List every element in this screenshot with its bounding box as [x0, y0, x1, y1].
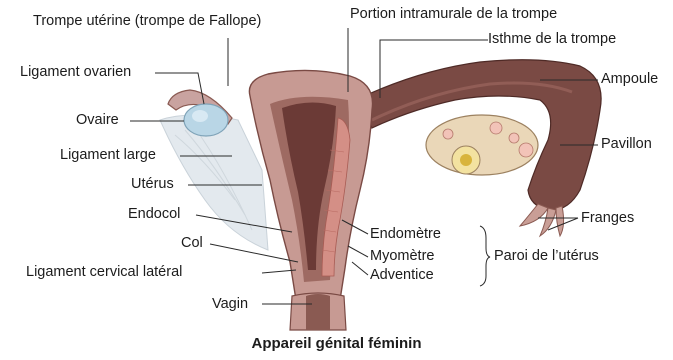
label-ligament-ovarien: Ligament ovarien	[20, 64, 131, 81]
label-vagin: Vagin	[212, 296, 248, 313]
label-ovaire: Ovaire	[76, 112, 119, 129]
label-adventice: Adventice	[370, 267, 434, 284]
label-ligament-cervical: Ligament cervical latéral	[26, 264, 182, 281]
label-endocol: Endocol	[128, 206, 180, 223]
label-isthme: Isthme de la trompe	[488, 31, 616, 48]
label-endometre: Endomètre	[370, 226, 441, 243]
ovary-shape	[184, 104, 228, 136]
label-portion-intramurale: Portion intramurale de la trompe	[350, 6, 557, 23]
label-uterus: Utérus	[131, 176, 174, 193]
label-col: Col	[181, 235, 203, 252]
label-franges: Franges	[581, 210, 634, 227]
label-paroi-uterus: Paroi de l’utérus	[494, 248, 599, 265]
label-ampoule: Ampoule	[601, 71, 658, 88]
label-trompe-uterine: Trompe utérine (trompe de Fallope)	[33, 13, 261, 30]
figure-caption: Appareil génital féminin	[0, 335, 673, 352]
label-myometre: Myomètre	[370, 248, 434, 265]
fimbriae-shape	[520, 204, 564, 236]
label-pavillon: Pavillon	[601, 136, 652, 153]
label-ligament-large: Ligament large	[60, 147, 156, 164]
